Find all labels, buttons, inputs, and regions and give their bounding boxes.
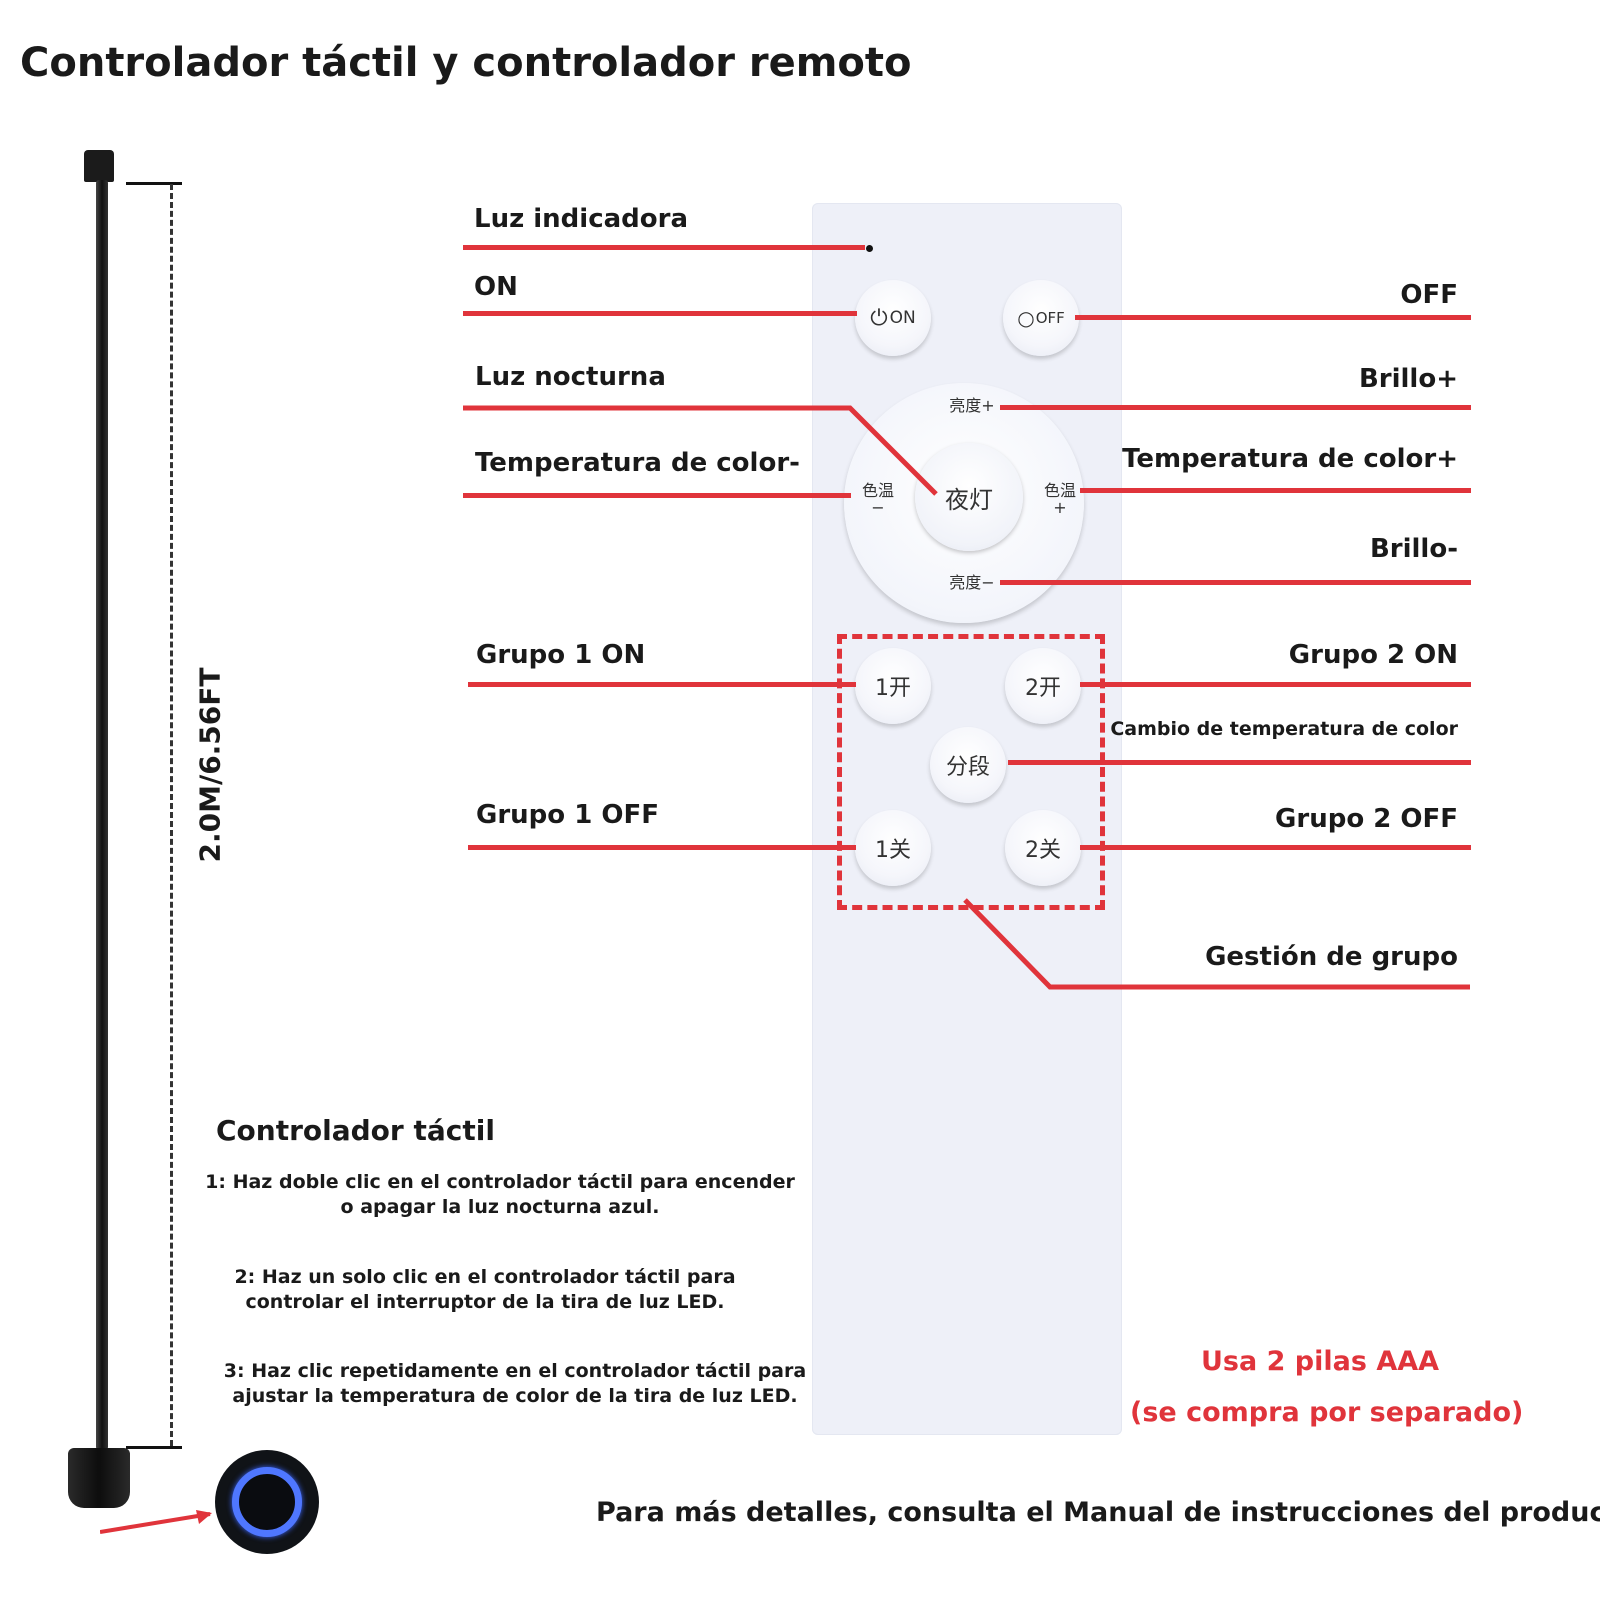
dimension-cap-top xyxy=(126,182,182,185)
touch-ring-icon xyxy=(232,1467,302,1537)
group2-off-leader-line xyxy=(1080,845,1471,850)
touch-controller-button xyxy=(215,1450,319,1554)
group1-off-leader-line xyxy=(468,845,856,850)
group2-on-label-text: Grupo 2 ON xyxy=(1288,640,1458,670)
off-button[interactable]: ○ OFF xyxy=(1003,280,1079,356)
instruction-step-2: 2: Haz un solo clic en el controlador tá… xyxy=(234,1266,736,1313)
segment-label: 分段 xyxy=(945,755,990,780)
color-temp-plus-button[interactable]: 色温 + xyxy=(1040,482,1080,516)
color-temp-minus-label: 色温 xyxy=(861,481,894,500)
dimension-label: 2.0M/6.56FT xyxy=(193,667,227,863)
color-temp-minus-label-text: Temperatura de color- xyxy=(475,448,800,478)
rod-connector xyxy=(84,150,114,182)
night-light-label: Luz nocturna xyxy=(475,362,666,392)
off-leader-line xyxy=(1075,315,1471,320)
instruction-step-1: 1: Haz doble clic en el controlador táct… xyxy=(205,1171,795,1218)
footer-note: Para más detalles, consulta el Manual de… xyxy=(596,1497,1600,1528)
group2-on-leader-line xyxy=(1080,682,1471,687)
off-button-label: OFF xyxy=(1035,309,1065,327)
instruction-step-3: 3: Haz clic repetidamente en el controla… xyxy=(223,1360,807,1407)
brightness-minus-label: Brillo- xyxy=(1369,534,1458,564)
color-temp-change-label: Cambio de temperatura de color xyxy=(1110,718,1458,740)
group2-on-button[interactable]: 2开 xyxy=(1005,648,1081,724)
group1-on-leader-line xyxy=(468,682,856,687)
segment-button[interactable]: 分段 xyxy=(930,727,1006,803)
group-management-label: Gestión de grupo xyxy=(1205,942,1458,972)
circle-icon: ○ xyxy=(1017,306,1035,330)
group1-on-label-text: Grupo 1 ON xyxy=(476,640,646,670)
on-button-label: ON xyxy=(889,308,916,328)
color-temp-plus-sign: + xyxy=(1053,498,1067,517)
battery-note-line1: Usa 2 pilas AAA xyxy=(1200,1346,1440,1377)
on-button[interactable]: ⏻ ON xyxy=(855,280,931,356)
brightness-minus-leader-line xyxy=(1000,580,1471,585)
indicator-light xyxy=(866,245,873,252)
indicator-label: Luz indicadora xyxy=(474,204,689,234)
rod-base xyxy=(68,1448,130,1508)
color-temp-plus-leader-line xyxy=(1080,488,1471,493)
brightness-minus-button[interactable]: 亮度− xyxy=(949,573,995,592)
brightness-plus-leader-line xyxy=(1000,405,1471,410)
group2-off-button[interactable]: 2关 xyxy=(1005,810,1081,886)
power-icon: ⏻ xyxy=(870,305,888,331)
touch-controller-title: Controlador táctil xyxy=(216,1114,495,1147)
led-strip-rod xyxy=(96,180,108,1450)
color-temp-minus-sign: − xyxy=(871,498,885,517)
group2-off-label-text: Grupo 2 OFF xyxy=(1275,804,1458,834)
brightness-plus-label: Brillo+ xyxy=(1358,364,1458,394)
on-label: ON xyxy=(474,272,518,302)
group2-on-label: 2开 xyxy=(1025,676,1061,701)
color-temp-minus-button[interactable]: 色温 − xyxy=(858,482,898,516)
on-leader-line xyxy=(463,311,857,316)
color-temp-plus-label: 色温 xyxy=(1043,481,1076,500)
dimension-cap-bottom xyxy=(126,1446,182,1449)
group1-off-label-text: Grupo 1 OFF xyxy=(476,800,659,830)
night-light-button-label: 夜灯 xyxy=(945,485,993,514)
battery-note-line2: (se compra por separado) xyxy=(1130,1397,1524,1428)
group1-on-label: 1开 xyxy=(875,676,911,701)
night-light-button[interactable]: 夜灯 xyxy=(915,443,1023,551)
off-label: OFF xyxy=(1400,280,1458,310)
color-temp-minus-leader-line xyxy=(463,493,851,498)
page-title: Controlador táctil y controlador remoto xyxy=(20,40,912,86)
touch-pointer-arrow xyxy=(100,1510,212,1534)
group1-off-button[interactable]: 1关 xyxy=(855,810,931,886)
group1-off-label: 1关 xyxy=(875,838,911,863)
indicator-leader-line xyxy=(463,245,865,250)
color-temp-plus-label-text: Temperatura de color+ xyxy=(1122,444,1458,474)
group1-on-button[interactable]: 1开 xyxy=(855,648,931,724)
dimension-line xyxy=(170,184,173,1446)
color-temp-change-leader-line xyxy=(1008,760,1471,765)
brightness-plus-button[interactable]: 亮度+ xyxy=(949,396,995,415)
group2-off-label: 2关 xyxy=(1025,838,1061,863)
